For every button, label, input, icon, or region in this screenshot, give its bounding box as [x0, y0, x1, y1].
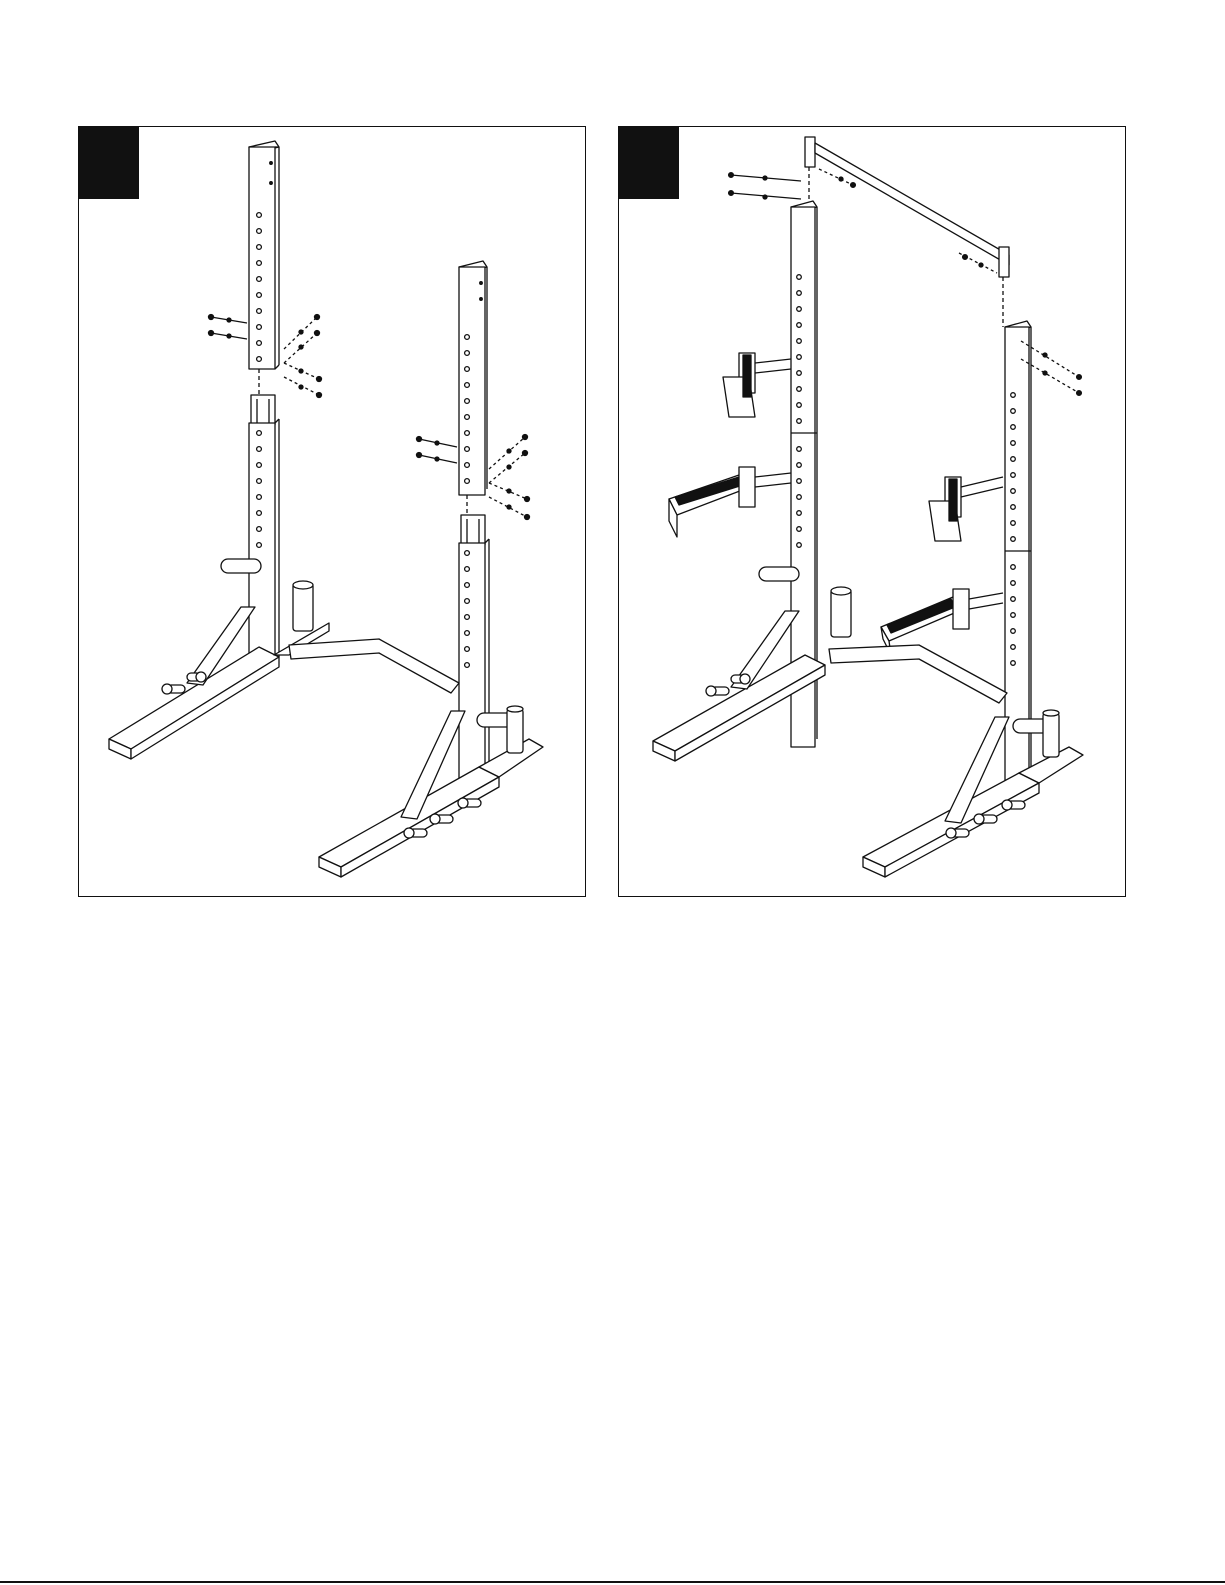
- right-lower-upright: [459, 515, 489, 783]
- left-lower-upright: [249, 395, 279, 663]
- page-bottom-rule: [0, 1581, 1225, 1583]
- left-upper-upright: [249, 141, 279, 369]
- crossbar: [805, 137, 1009, 327]
- crossbar-bolts: [729, 169, 997, 273]
- spotter-arm-right: [881, 589, 1003, 655]
- step-panel-left: [78, 126, 586, 897]
- right-upper-upright: [459, 261, 487, 495]
- j-hook-right: [929, 477, 1003, 541]
- step-panel-right: [618, 126, 1126, 897]
- spotter-arm-left: [669, 467, 791, 537]
- upright-top-bolts: [1021, 341, 1081, 395]
- crossbar-assembly-diagram: [619, 127, 1127, 898]
- upright-assembly-diagram: [79, 127, 587, 898]
- j-hook-left: [723, 353, 791, 417]
